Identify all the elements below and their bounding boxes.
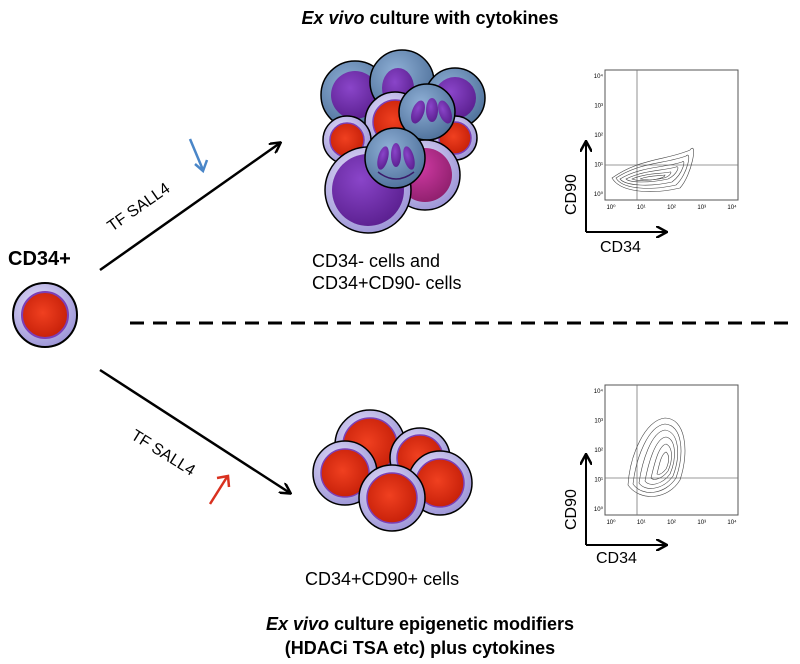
top-title: Ex vivo culture with cytokines [250, 8, 610, 29]
upper-x-tick-label: 10⁴ [727, 204, 737, 211]
upper-x-tick-label: 10¹ [637, 205, 646, 211]
upper-outcome-line1: CD34- cells and [312, 251, 441, 271]
bottom-title-line2: (HDACi TSA etc) plus cytokines [284, 638, 556, 658]
upper-y-tick-label: 10⁰ [594, 191, 604, 198]
up-trend-arrow-icon [208, 474, 231, 505]
lower-x-tick-label: 10³ [697, 520, 706, 526]
bottom-title: Ex vivo culture epigenetic modifiers (HD… [220, 612, 620, 660]
plot-tick-labels: 10⁰ 10¹ 10² 10³ 10⁴ 10⁰ 10¹ 10² 10³ 10⁴ 10⁰ 10¹ 10² 1… [594, 73, 737, 526]
lower-x-tick-label: 10¹ [637, 520, 646, 526]
lower-flow-plot [586, 384, 739, 545]
upper-y-tick-label: 10⁴ [594, 73, 604, 80]
lower-contours [627, 417, 686, 497]
upper-plot-xlabel: CD34 [600, 239, 641, 256]
bottom-title-rest: culture epigenetic modifiers [328, 614, 575, 634]
lower-plot-xlabel: CD34 [596, 550, 637, 567]
upper-y-tick-label: 10¹ [594, 163, 603, 169]
bottom-title-italic: Ex vivo [265, 614, 329, 634]
lower-outcome-label: CD34+CD90+ cells [305, 569, 460, 589]
upper-cell-cluster [320, 49, 486, 234]
upper-outcome-line2: CD34+CD90- cells [312, 273, 462, 293]
lower-x-tick-label: 10⁰ [606, 519, 616, 526]
upper-y-tick-label: 10² [594, 133, 603, 139]
down-trend-arrow-icon [188, 138, 209, 174]
lower-y-tick-label: 10² [594, 448, 603, 454]
lower-cell-cluster [312, 409, 473, 532]
upper-arrow [99, 143, 280, 272]
lower-y-tick-label: 10³ [594, 419, 603, 425]
upper-x-tick-label: 10² [667, 205, 676, 211]
upper-x-tick-label: 10³ [697, 205, 706, 211]
source-cell [12, 282, 78, 348]
upper-flow-plot [586, 69, 739, 232]
lower-y-tick-label: 10⁴ [594, 388, 604, 395]
lower-arrow [99, 368, 290, 493]
lower-x-tick-label: 10² [667, 520, 676, 526]
top-title-rest: culture with cytokines [364, 8, 559, 28]
lower-y-tick-label: 10¹ [594, 478, 603, 484]
lower-x-tick-label: 10⁴ [727, 519, 737, 526]
lower-plot-ylabel: CD90 [563, 489, 580, 530]
upper-y-tick-label: 10³ [594, 104, 603, 110]
upper-x-tick-label: 10⁰ [606, 204, 616, 211]
source-cell-label: CD34+ [8, 248, 71, 270]
upper-plot-ylabel: CD90 [563, 174, 580, 215]
upper-contours [611, 147, 694, 192]
upper-outcome-label: CD34- cells and CD34+CD90- cells [312, 250, 462, 294]
lower-arrow-label: TF SALL4 [128, 427, 198, 480]
top-title-italic: Ex vivo [301, 8, 365, 28]
lower-y-tick-label: 10⁰ [594, 506, 604, 513]
